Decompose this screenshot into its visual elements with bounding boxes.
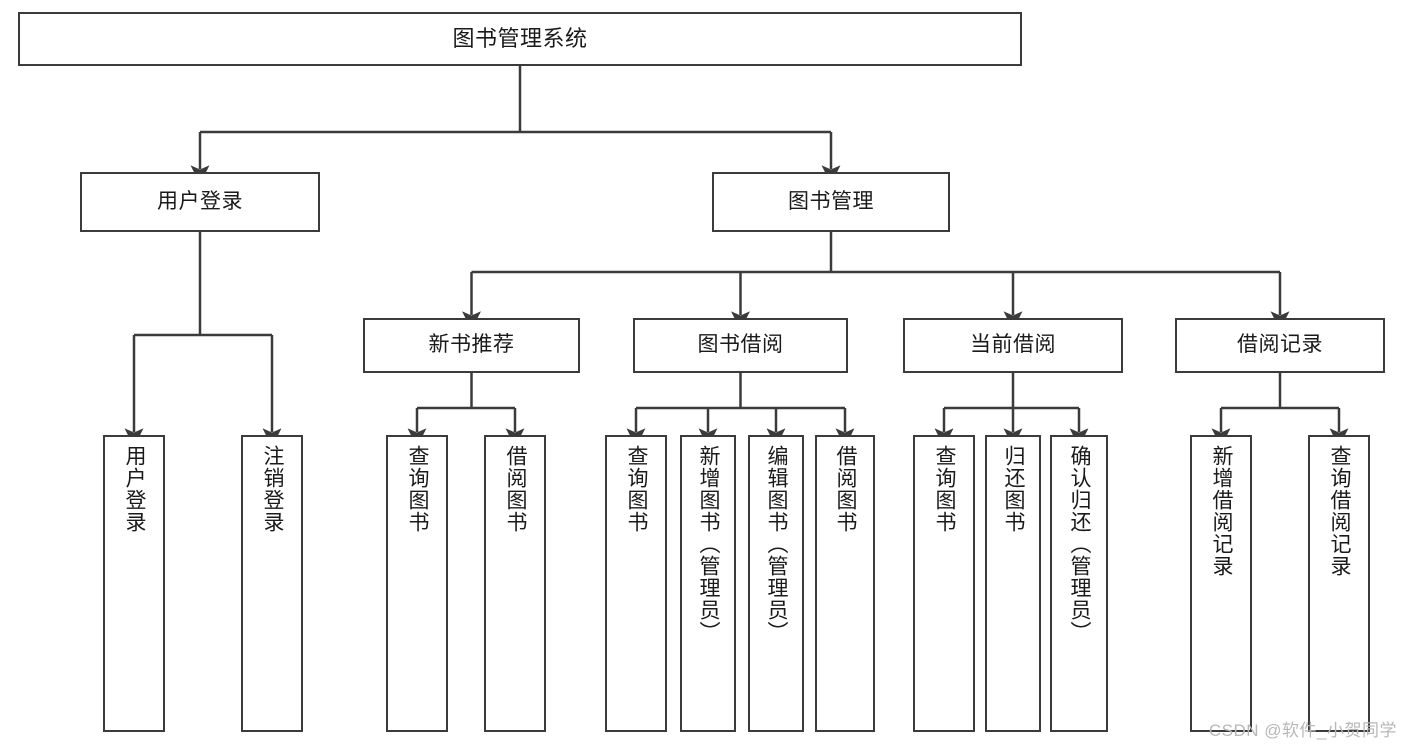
node-label-l-nb-query: 查询图书 — [406, 445, 430, 533]
node-label-l-bo-lend: 借阅图书 — [834, 445, 858, 533]
node-label-l-re-query: 查询借阅记录 — [1328, 445, 1352, 577]
node-label-record: 借阅记录 — [1237, 333, 1323, 357]
node-l-bo-add[interactable]: 新增图书（管理员） — [680, 435, 736, 732]
node-label-l-cu-confirm: 确认归还（管理员） — [1068, 445, 1092, 643]
edges-group — [124, 66, 1349, 448]
node-login[interactable]: 用户登录 — [80, 172, 320, 232]
node-l-cu-confirm[interactable]: 确认归还（管理员） — [1050, 435, 1108, 732]
node-l-cu-return[interactable]: 归还图书 — [985, 435, 1041, 732]
node-label-login: 用户登录 — [157, 189, 243, 213]
node-l-re-add[interactable]: 新增借阅记录 — [1190, 435, 1252, 732]
node-label-l-cu-return: 归还图书 — [1002, 445, 1026, 533]
node-label-root: 图书管理系统 — [452, 26, 588, 52]
node-label-l-re-add: 新增借阅记录 — [1210, 445, 1234, 577]
node-label-l-login: 用户登录 — [123, 445, 147, 533]
node-l-login[interactable]: 用户登录 — [103, 435, 165, 732]
node-label-l-bo-add: 新增图书（管理员） — [697, 445, 721, 643]
node-bookmgmt[interactable]: 图书管理 — [712, 172, 950, 232]
node-label-l-cu-query: 查询图书 — [933, 445, 957, 533]
node-root[interactable]: 图书管理系统 — [18, 12, 1022, 66]
node-label-l-bo-edit: 编辑图书（管理员） — [765, 445, 789, 643]
node-l-re-query[interactable]: 查询借阅记录 — [1308, 435, 1370, 732]
node-label-l-logout: 注销登录 — [261, 445, 285, 533]
node-label-bookmgmt: 图书管理 — [788, 189, 874, 213]
node-label-newbook: 新书推荐 — [428, 333, 515, 357]
node-l-bo-edit[interactable]: 编辑图书（管理员） — [748, 435, 804, 732]
node-l-cu-query[interactable]: 查询图书 — [913, 435, 975, 732]
node-label-l-bo-query: 查询图书 — [625, 445, 649, 533]
node-label-current: 当前借阅 — [970, 333, 1056, 357]
node-label-l-nb-borrow: 借阅图书 — [504, 445, 528, 533]
node-l-nb-query[interactable]: 查询图书 — [386, 435, 448, 732]
node-record[interactable]: 借阅记录 — [1175, 318, 1385, 373]
node-l-nb-borrow[interactable]: 借阅图书 — [484, 435, 546, 732]
node-borrow[interactable]: 图书借阅 — [633, 318, 848, 373]
node-l-logout[interactable]: 注销登录 — [241, 435, 303, 732]
node-newbook[interactable]: 新书推荐 — [363, 318, 580, 373]
node-l-bo-lend[interactable]: 借阅图书 — [815, 435, 875, 732]
watermark-text: CSDN @软件_小贺同学 — [1208, 721, 1397, 740]
node-label-borrow: 图书借阅 — [697, 333, 784, 357]
node-current[interactable]: 当前借阅 — [903, 318, 1123, 373]
node-l-bo-query[interactable]: 查询图书 — [605, 435, 667, 732]
